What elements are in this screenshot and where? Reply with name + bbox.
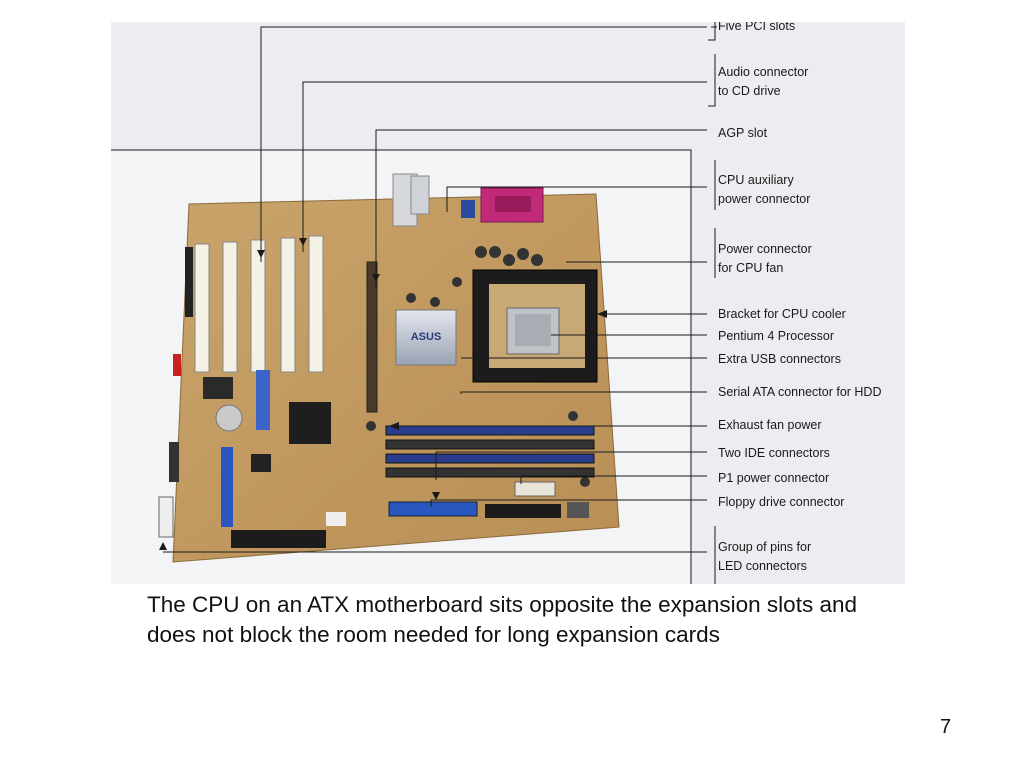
- label-brackets: [708, 22, 716, 584]
- callout-lines: [111, 26, 717, 584]
- label-ide-connectors: Two IDE connectors: [718, 446, 830, 460]
- label-sata-connector: Serial ATA connector for HDD: [718, 385, 882, 399]
- page-number: 7: [940, 716, 952, 738]
- label-led-pins: Group of pins for LED connectors: [718, 540, 812, 573]
- label-cpu-bracket: Bracket for CPU cooler: [718, 307, 846, 321]
- serial-port: [461, 200, 475, 218]
- blue-slot: [221, 447, 233, 527]
- small-chip: [251, 454, 271, 472]
- red-header: [173, 354, 181, 376]
- label-exhaust-fan: Exhaust fan power: [718, 418, 822, 432]
- floppy-connector: [231, 530, 326, 548]
- capacitors: [366, 246, 590, 487]
- southbridge-chip: [289, 402, 331, 444]
- cpu-heatspreader: [515, 314, 551, 346]
- motherboard-figure: ASUS: [111, 22, 905, 584]
- cmos-battery: [215, 404, 243, 432]
- label-cpu-fan-power: Power connector for CPU fan: [718, 242, 812, 275]
- heatsink-brand: ASUS: [411, 331, 442, 343]
- atx-power-connector: [514, 481, 556, 497]
- label-cpu-aux-power: CPU auxiliary power connector: [718, 173, 811, 206]
- led-pin-block: [158, 496, 174, 538]
- label-usb-connectors: Extra USB connectors: [718, 352, 841, 366]
- label-processor: Pentium 4 Processor: [718, 329, 835, 343]
- label-pci-slots: Five PCI slots: [718, 22, 796, 33]
- label-audio-connector: Audio connector to CD drive: [718, 65, 809, 98]
- rear-io-ports: [410, 175, 430, 215]
- audio-chip: [203, 377, 233, 399]
- label-floppy-connector: Floppy drive connector: [718, 495, 845, 509]
- ide-connector-secondary: [485, 504, 561, 518]
- motherboard-illustration: ASUS: [111, 22, 717, 584]
- sata-chip: [567, 502, 589, 518]
- small-white-block: [326, 512, 346, 526]
- left-header: [185, 247, 193, 317]
- arrow-heads: [159, 238, 607, 550]
- label-agp-slot: AGP slot: [718, 126, 768, 140]
- northbridge-heatsink: [395, 309, 457, 366]
- agp-slot: [366, 261, 378, 413]
- ide-connector-primary: [388, 501, 478, 517]
- blue-header: [256, 370, 270, 430]
- left-pins: [169, 442, 179, 482]
- parallel-port-pins: [495, 196, 531, 212]
- slide-caption: The CPU on an ATX motherboard sits oppos…: [147, 592, 857, 647]
- pci-slots: [194, 235, 324, 373]
- label-p1-power: P1 power connector: [718, 471, 830, 485]
